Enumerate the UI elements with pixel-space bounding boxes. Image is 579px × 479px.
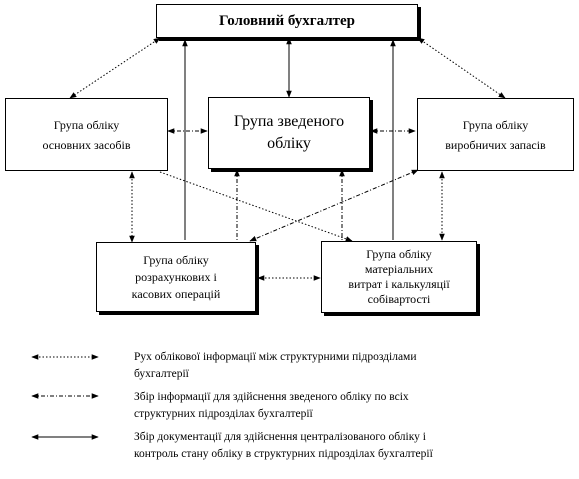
legend-text-2: Збір інформації для здійснення зведеного… [134, 391, 409, 420]
node-settlements: Група обліку розрахункових і касових опе… [96, 242, 256, 312]
node-chief-accountant: Головний бухгалтер [156, 4, 418, 38]
legend-text-3: Збір документації для здійснення централ… [134, 431, 433, 460]
legend-text-1: Рух облікової інформації між структурним… [134, 351, 417, 380]
node-consolidated-label: Група зведеного обліку [233, 113, 345, 152]
node-production-stock: Група обліку виробничих запасів [417, 98, 574, 171]
link-stock-settlements [249, 169, 419, 242]
node-material-costs-label: Група обліку матеріальних витрат і кальк… [348, 247, 450, 306]
node-consolidated: Група зведеного обліку [208, 97, 370, 169]
node-fixed-assets-label: Група обліку основних засобів [42, 117, 131, 152]
link-chief-stock [417, 37, 506, 99]
node-settlements-label: Група обліку розрахункових і касових опе… [131, 252, 221, 301]
link-fixed-materials [159, 171, 353, 242]
node-production-stock-label: Група обліку виробничих запасів [445, 117, 546, 152]
link-chief-fixed [69, 37, 161, 99]
node-chief-label: Головний бухгалтер [218, 12, 355, 29]
node-material-costs: Група обліку матеріальних витрат і кальк… [321, 241, 477, 313]
node-fixed-assets: Група обліку основних засобів [5, 98, 168, 171]
